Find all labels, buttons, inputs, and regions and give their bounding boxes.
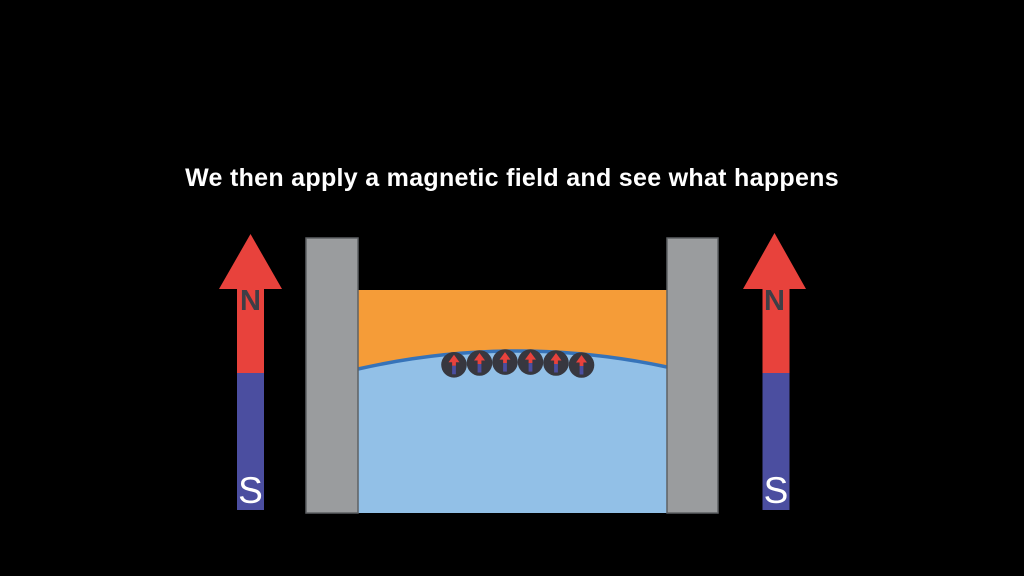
spin-up-arrow-icon — [452, 361, 456, 366]
spin-arrow-tail — [554, 364, 558, 373]
spin-arrow-tail — [528, 363, 533, 372]
liquid-blue-phase — [358, 350, 667, 513]
left-magnet: N S — [219, 234, 282, 511]
left-magnet-north-bar — [237, 286, 264, 373]
spin-particle — [492, 349, 518, 375]
spin-particle — [543, 350, 569, 376]
right-magnet-south-label: S — [764, 470, 789, 511]
left-magnet-south-label: S — [238, 470, 263, 511]
spin-arrow-tail — [477, 364, 482, 373]
spin-arrow-head — [448, 354, 460, 363]
spin-particle — [466, 350, 493, 376]
spin-up-arrow-icon — [528, 358, 533, 364]
caption-text: We then apply a magnetic field and see w… — [185, 164, 839, 192]
spin-up-arrow-icon — [503, 358, 507, 364]
right-magnet: N S — [743, 233, 806, 511]
left-magnet-up-arrow-icon — [219, 234, 282, 289]
spin-particle — [517, 349, 544, 375]
spin-arrow-tail — [452, 365, 456, 375]
container-right-wall — [666, 237, 719, 514]
container-left-wall — [305, 237, 359, 514]
spin-arrow-head — [474, 353, 485, 361]
right-magnet-north-bar — [762, 286, 790, 373]
spin-particle — [441, 352, 467, 378]
left-magnet-south-bar — [237, 373, 264, 510]
spin-arrow-tail — [503, 363, 507, 372]
spin-arrow-head — [550, 353, 562, 361]
spin-particles — [441, 349, 595, 378]
right-magnet-up-arrow-icon — [743, 233, 806, 289]
spin-up-arrow-icon — [554, 359, 558, 364]
container-vessel — [305, 237, 719, 514]
left-magnet-north-label: N — [240, 285, 261, 317]
right-magnet-south-bar — [762, 373, 790, 510]
spin-arrow-head — [525, 352, 536, 360]
spin-up-arrow-icon — [579, 361, 584, 366]
spin-up-arrow-icon — [477, 359, 482, 364]
liquid-surface-line — [357, 349, 668, 371]
spin-particle — [568, 352, 595, 378]
right-magnet-north-label: N — [764, 285, 785, 317]
spin-arrow-tail — [579, 366, 584, 375]
spin-arrow-head — [499, 352, 511, 360]
spin-arrow-head — [576, 355, 587, 363]
